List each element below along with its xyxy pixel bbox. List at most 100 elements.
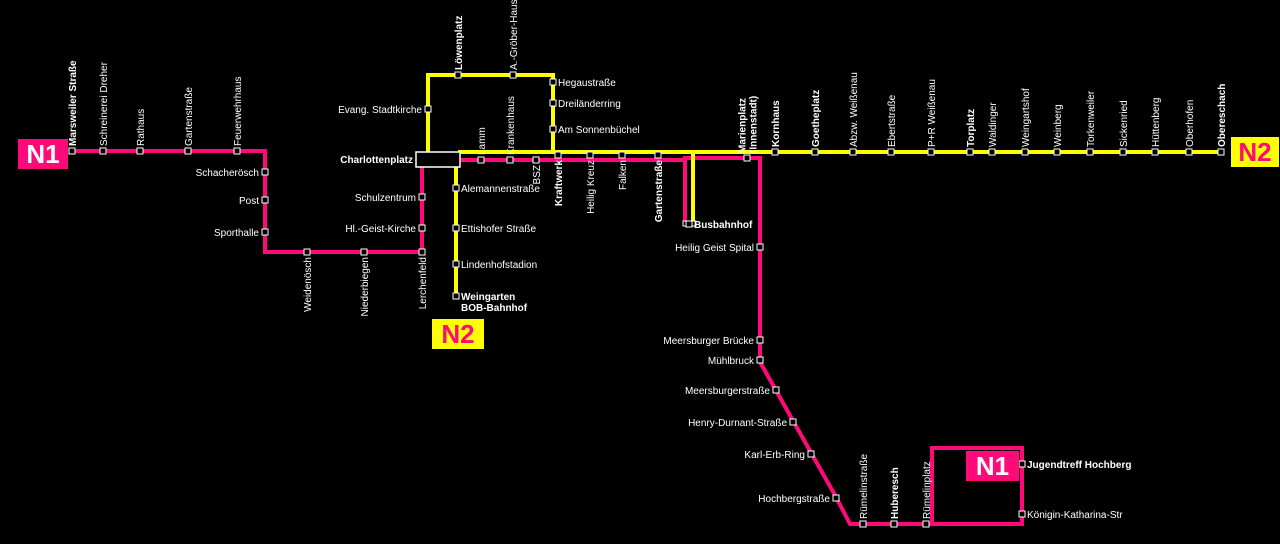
stop-marker-weidenoesch[interactable] [303, 248, 311, 256]
stop-label-sporthalle: Sporthalle [214, 228, 259, 239]
stop-marker-heiliggeistspital[interactable] [756, 243, 764, 251]
stop-label-abzw: Abzw. Weißenau [849, 72, 860, 147]
stop-marker-oberhofen[interactable] [1185, 148, 1193, 156]
stop-marker-schulzentrum[interactable] [418, 193, 426, 201]
stop-label-karl-erb: Karl-Erb-Ring [744, 450, 805, 461]
stop-marker-goetheplatz[interactable] [811, 148, 819, 156]
stop-marker-huettenberg[interactable] [1151, 148, 1159, 156]
stop-marker-huberesch[interactable] [890, 520, 898, 528]
stop-marker-stadtkirche[interactable] [424, 105, 432, 113]
route-line-n2-3 [426, 73, 555, 154]
stop-marker-rathaus[interactable] [136, 147, 144, 155]
stop-marker-falken[interactable] [618, 151, 626, 159]
badge-bg [18, 139, 68, 169]
stop-marker-hegaustr[interactable] [549, 78, 557, 86]
stop-marker-heiligkreuz[interactable] [586, 151, 594, 159]
badge-text: N2 [441, 319, 474, 349]
stop-marker-marsweiler[interactable] [68, 147, 76, 155]
stop-marker-weingarten-bob[interactable] [452, 292, 460, 300]
stop-label-charlottenplatz: Charlottenplatz [340, 155, 413, 166]
stop-label-muehlbruck: Mühlbruck [708, 356, 755, 367]
stop-label-torplatz: Torplatz [966, 109, 977, 147]
stop-marker-sporthalle[interactable] [261, 228, 269, 236]
stop-marker-pr-weissenau[interactable] [927, 148, 935, 156]
stop-label-dreilaenderring: Dreiländerring [558, 99, 621, 110]
stop-label-hochbergstr: Hochbergstraße [758, 494, 830, 505]
stop-marker-lamm[interactable] [477, 156, 485, 164]
stop-marker-meersburgerstr[interactable] [772, 386, 780, 394]
stop-marker-post[interactable] [261, 196, 269, 204]
stop-marker-loewenplatz[interactable] [454, 71, 462, 79]
stop-marker-sickenried[interactable] [1119, 148, 1127, 156]
stop-marker-alemannenstr[interactable] [452, 184, 460, 192]
stop-marker-kraftwerk[interactable] [554, 151, 562, 159]
stop-marker-lindenhof[interactable] [452, 260, 460, 268]
line-badge-n1-hochberg: N1 [966, 451, 1019, 481]
route-line-n1-0 [70, 149, 424, 254]
stop-label-gartenstr-e: Gartenstraße [654, 160, 665, 223]
stop-marker-waldinger[interactable] [988, 148, 996, 156]
stop-marker-kornhaus[interactable] [771, 148, 779, 156]
stop-marker-ettishofer[interactable] [452, 224, 460, 232]
stop-marker-gartenstr-e[interactable] [654, 151, 662, 159]
stop-marker-muehlbruck[interactable] [756, 356, 764, 364]
stop-label-krankenhaus: Krankenhaus [506, 96, 517, 155]
stop-label-gartenstr-w: Gartenstraße [184, 87, 195, 146]
stop-label-oberhofen: Oberhofen [1185, 100, 1196, 147]
stop-marker-ruemelinplatz[interactable] [922, 520, 930, 528]
stop-label-huberesch: Huberesch [890, 467, 901, 519]
stop-marker-schreinerei[interactable] [99, 147, 107, 155]
stop-label-meersburgerstr: Meersburgerstraße [685, 386, 770, 397]
stop-marker-ruemelinstr[interactable] [859, 520, 867, 528]
line-badge-n2-south: N2 [432, 319, 484, 349]
stop-marker-gartenstr-w[interactable] [184, 147, 192, 155]
stop-label-weinberg: Weinberg [1053, 104, 1064, 147]
stop-marker-torkenweiler[interactable] [1086, 148, 1094, 156]
stop-marker-koenigin[interactable] [1018, 510, 1026, 518]
stop-label-heiligkreuz: Heilig Kreuz [586, 160, 597, 214]
stop-marker-abzw[interactable] [849, 148, 857, 156]
badge-text: N2 [1238, 137, 1271, 167]
stop-marker-groeberhaus[interactable] [509, 71, 517, 79]
stop-marker-jugendtreff[interactable] [1018, 460, 1026, 468]
stop-marker-sonnenbuechel[interactable] [549, 125, 557, 133]
stop-marker-marienplatz[interactable] [743, 154, 751, 162]
stop-marker-weinberg[interactable] [1053, 148, 1061, 156]
stop-label-weidenoesch: Weidenösch [303, 257, 314, 312]
stop-marker-busbahnhof[interactable] [685, 220, 693, 228]
stop-marker-schacheroesch[interactable] [261, 168, 269, 176]
stop-label-obereschach: Obereschach [1217, 84, 1228, 147]
stop-marker-meersburger-bruecke[interactable] [756, 336, 764, 344]
stop-label-rathaus: Rathaus [136, 109, 147, 146]
stop-label-ruemelinstr: Rümelinstraße [859, 454, 870, 519]
stop-marker-hochbergstr[interactable] [832, 494, 840, 502]
stop-marker-krankenhaus[interactable] [506, 156, 514, 164]
stop-marker-lerchenfeld[interactable] [418, 248, 426, 256]
stop-marker-obereschach[interactable] [1217, 148, 1225, 156]
stop-marker-bsz[interactable] [532, 156, 540, 164]
stop-marker-dreilaenderring[interactable] [549, 99, 557, 107]
stop-marker-weingartshof[interactable] [1021, 148, 1029, 156]
stop-label-jugendtreff: Jugendtreff Hochberg [1027, 460, 1131, 471]
stop-label-lindenhof: Lindenhofstadion [461, 260, 537, 271]
stop-label-loewenplatz: Löwenplatz [454, 16, 465, 70]
stop-marker-ebertstr[interactable] [887, 148, 895, 156]
stop-marker-karl-erb[interactable] [807, 450, 815, 458]
stop-label-post: Post [239, 196, 259, 207]
stop-marker-henry-durnant[interactable] [789, 418, 797, 426]
stop-marker-feuerwehrhaus[interactable] [233, 147, 241, 155]
stop-marker-hlgeist[interactable] [418, 224, 426, 232]
stop-marker-torplatz[interactable] [966, 148, 974, 156]
stop-label-sonnenbuechel: Am Sonnenbüchel [558, 125, 640, 136]
stop-label-ruemelinplatz: Rümelinplatz [922, 461, 933, 519]
line-badge-n2-east: N2 [1231, 137, 1279, 167]
badge-text: N1 [976, 451, 1009, 481]
stop-label-heiliggeistspital: Heilig Geist Spital [675, 243, 754, 254]
stop-marker-niederbiegen[interactable] [360, 248, 368, 256]
stop-label-bsz: BSZ [532, 165, 543, 184]
route-line-n1-2 [683, 156, 1024, 526]
stop-label-ebertstr: Ebertstraße [887, 94, 898, 147]
stop-label-hegaustr: Hegaustraße [558, 78, 616, 89]
